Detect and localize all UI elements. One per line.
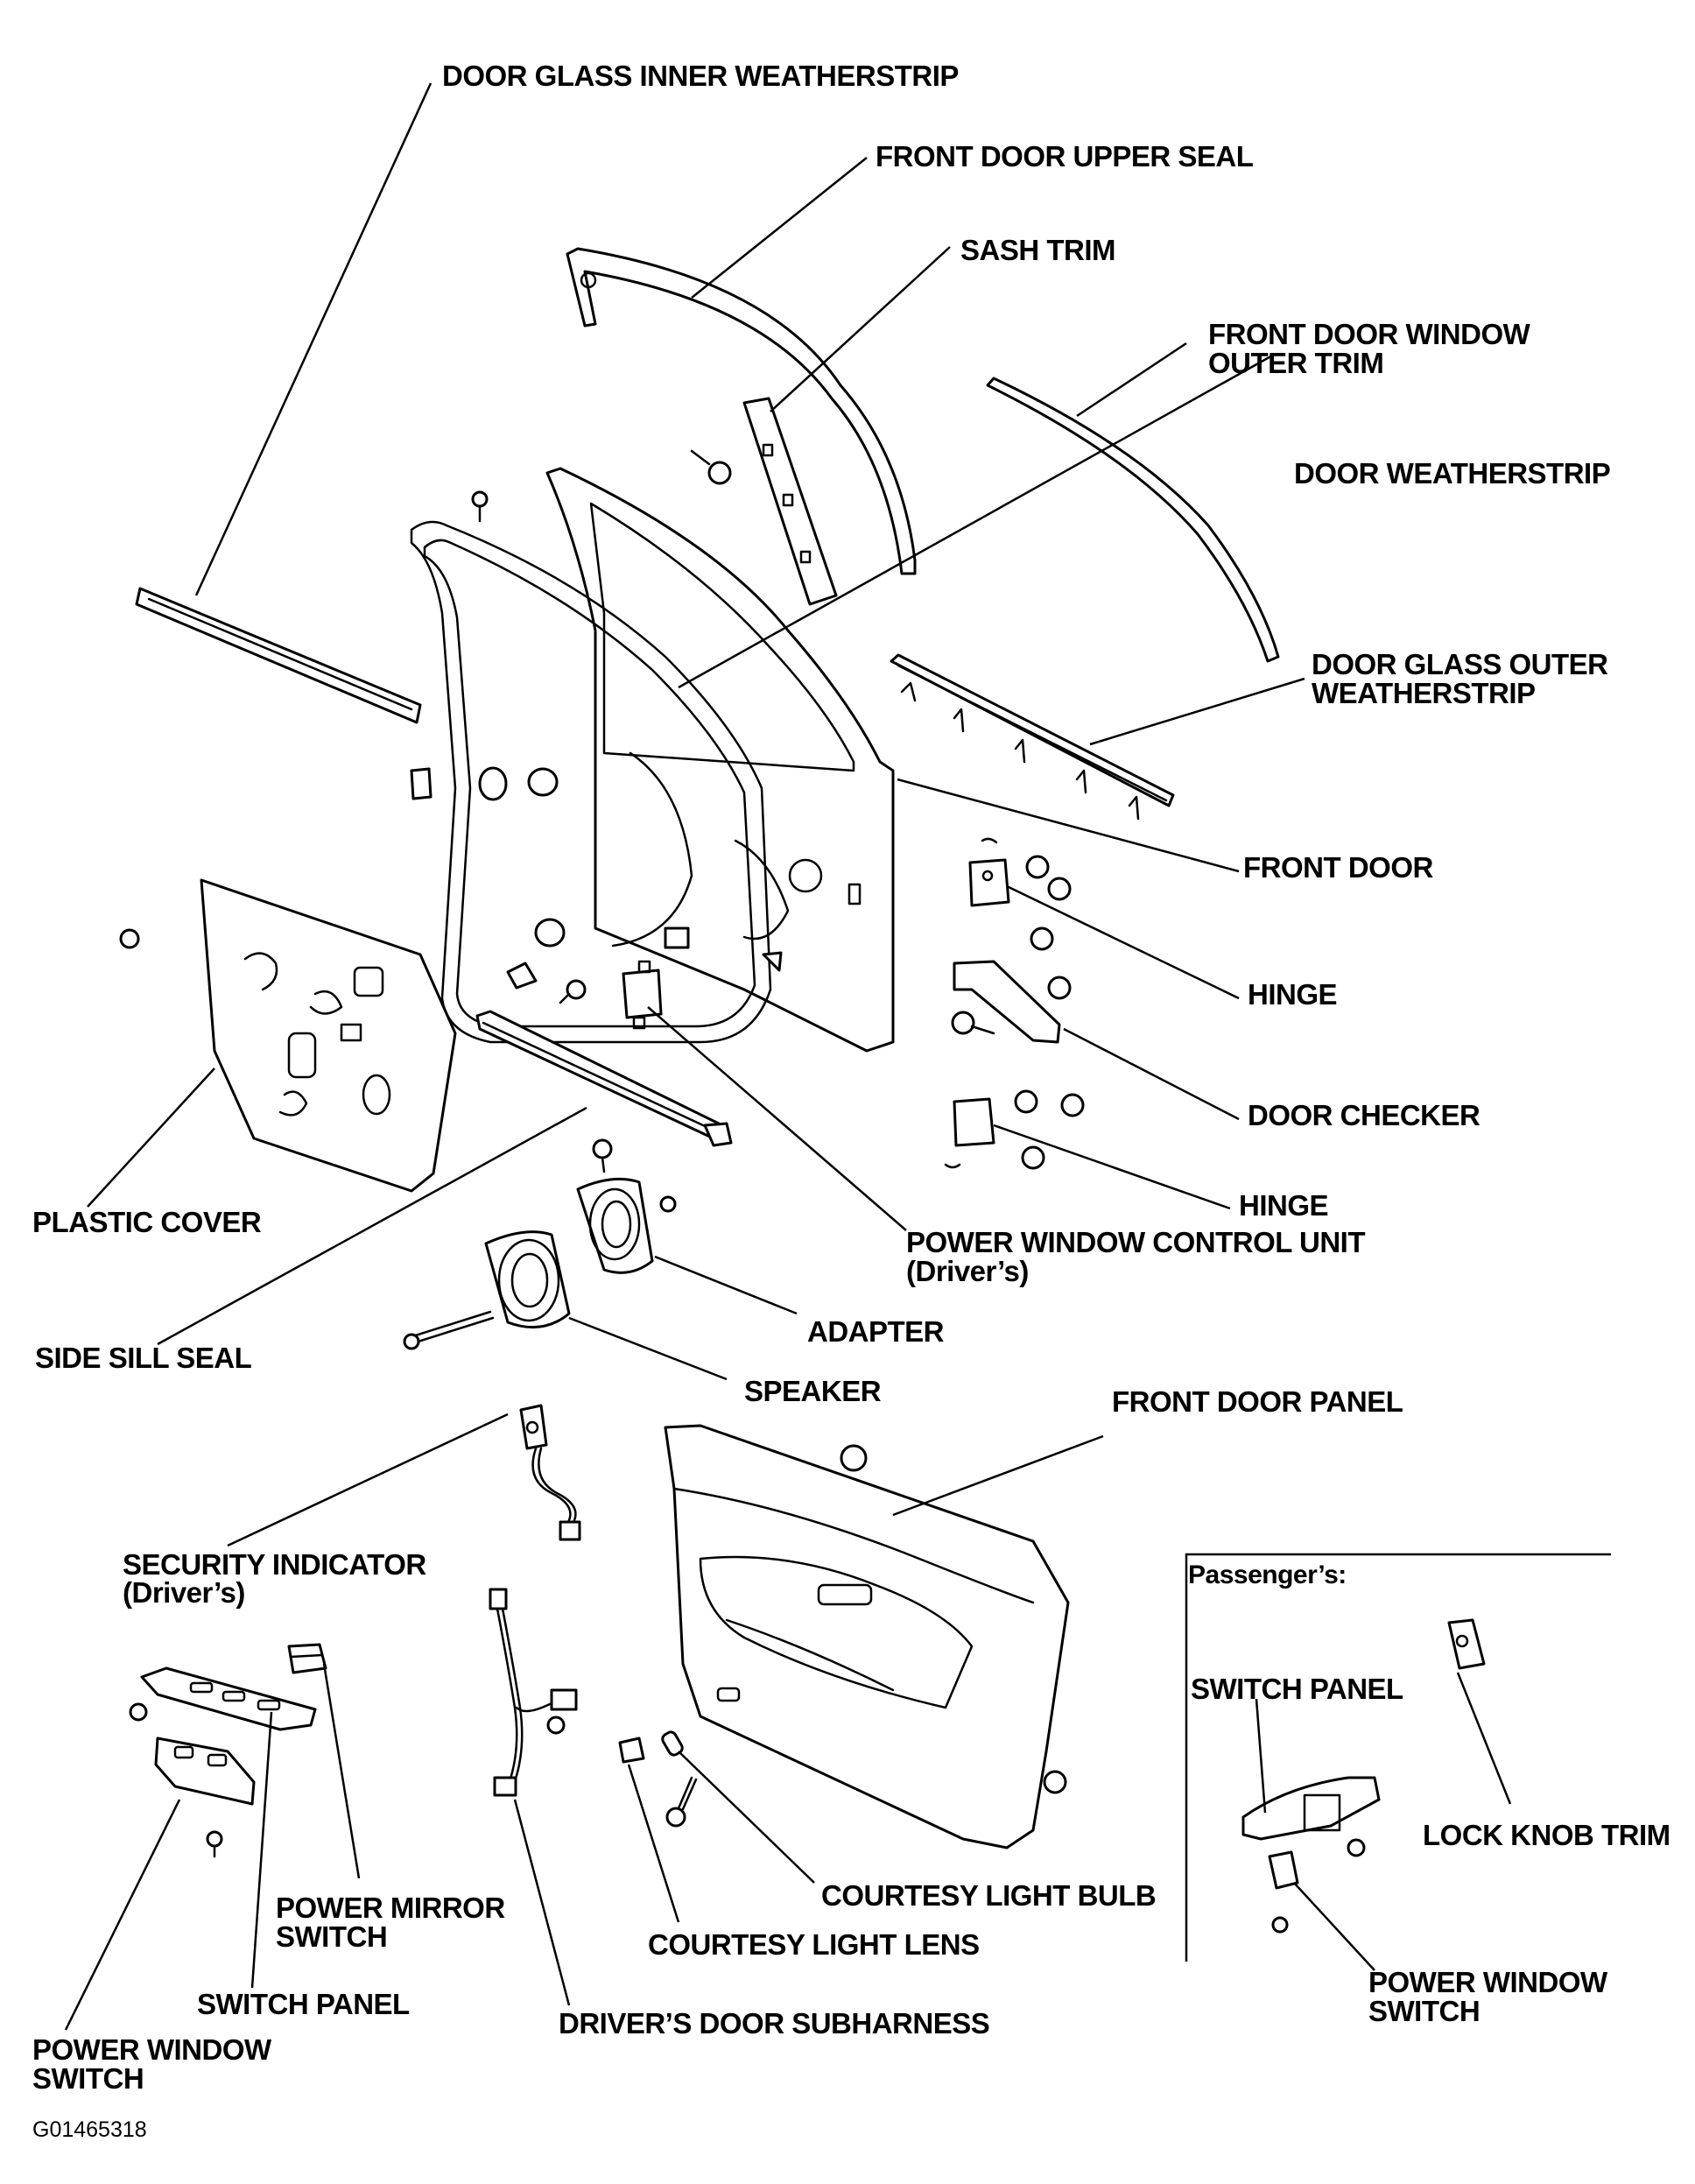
label-door-checker: DOOR CHECKER (1248, 1099, 1480, 1131)
label-door-glass-outer-weatherstrip-line2: WEATHERSTRIP (1312, 677, 1536, 709)
label-power-window-control-unit-line2: (Driver’s) (906, 1255, 1029, 1287)
lock-knob-trim-part (1447, 1618, 1486, 1670)
label-courtesy-light-bulb: COURTESY LIGHT BULB (821, 1879, 1156, 1912)
label-security-indicator-line1: SECURITY INDICATOR (123, 1548, 426, 1581)
plastic-cover-part (119, 878, 457, 1193)
passengers-inset-frame (1185, 1553, 1611, 1962)
label-switch-panel-driver: SWITCH PANEL (197, 1988, 410, 2020)
passenger-power-window-switch-part (1268, 1850, 1299, 1934)
speaker-part (403, 1230, 571, 1350)
label-sash-trim: SASH TRIM (960, 234, 1115, 266)
label-power-window-switch-passenger-line2: SWITCH (1368, 1995, 1480, 2027)
label-adapter: ADAPTER (807, 1315, 945, 1348)
label-hinge-lower: HINGE (1239, 1189, 1328, 1222)
label-speaker: SPEAKER (744, 1375, 882, 1407)
label-drivers-door-subharness: DRIVER’S DOOR SUBHARNESS (559, 2007, 989, 2040)
lower-hinge-part (944, 1089, 1085, 1170)
door-checker-part (951, 960, 1072, 1044)
driver-switch-panel-part (129, 1666, 317, 1731)
side-sill-seal-part (475, 1010, 733, 1173)
front-door-upper-seal-part (566, 247, 917, 575)
label-switch-panel-passenger: SWITCH PANEL (1191, 1673, 1403, 1705)
door-glass-outer-weatherstrip-part (890, 653, 1175, 821)
label-plastic-cover: PLASTIC COVER (32, 1206, 262, 1238)
label-power-mirror-switch-line1: POWER MIRROR (276, 1892, 505, 1924)
power-mirror-switch-part (287, 1643, 327, 1674)
door-clip-grommets (410, 490, 783, 1004)
label-front-door-upper-seal: FRONT DOOR UPPER SEAL (876, 140, 1254, 173)
label-power-window-switch-passenger-line1: POWER WINDOW (1368, 1966, 1608, 1998)
drivers-door-subharness-part (489, 1588, 578, 1797)
label-power-window-switch-driver-line1: POWER WINDOW (32, 2033, 272, 2066)
callout-labels: DOOR GLASS INNER WEATHERSTRIP FRONT DOOR… (32, 60, 1670, 2142)
door-glass-inner-weatherstrip-part (135, 587, 422, 724)
sash-trim-screw (690, 449, 732, 485)
label-security-indicator-line2: (Driver’s) (123, 1576, 245, 1609)
front-door-panel-part (664, 1424, 1070, 1849)
courtesy-light-parts (618, 1730, 698, 1828)
label-front-door-window-outer-trim-line2: OUTER TRIM (1208, 347, 1383, 379)
label-side-sill-seal: SIDE SILL SEAL (35, 1342, 252, 1374)
label-hinge-upper: HINGE (1248, 978, 1337, 1011)
adapter-part (576, 1177, 677, 1274)
label-power-window-control-unit-line1: POWER WINDOW CONTROL UNIT (906, 1226, 1365, 1258)
power-window-control-unit-part (622, 960, 663, 1030)
label-door-glass-outer-weatherstrip-line1: DOOR GLASS OUTER (1312, 648, 1608, 680)
driver-power-window-switch-part (154, 1737, 256, 1858)
label-front-door-window-outer-trim-line1: FRONT DOOR WINDOW (1208, 318, 1531, 350)
sash-trim-part (742, 397, 838, 606)
upper-hinge-part (968, 837, 1072, 951)
label-power-mirror-switch-line2: SWITCH (276, 1920, 387, 1953)
door-weatherstrip-part (410, 520, 772, 1044)
label-courtesy-light-lens: COURTESY LIGHT LENS (648, 1928, 980, 1961)
security-indicator-part (519, 1404, 581, 1541)
label-front-door: FRONT DOOR (1243, 851, 1433, 884)
label-passengers-header: Passenger’s: (1188, 1561, 1347, 1589)
passenger-switch-panel-part (1241, 1776, 1381, 1857)
leader-lines (64, 82, 1512, 2031)
label-door-weatherstrip: DOOR WEATHERSTRIP (1294, 457, 1610, 490)
label-lock-knob-trim: LOCK KNOB TRIM (1423, 1819, 1670, 1851)
label-door-glass-inner-weatherstrip: DOOR GLASS INNER WEATHERSTRIP (442, 60, 959, 92)
figure-id: G01465318 (32, 2117, 147, 2142)
label-front-door-panel: FRONT DOOR PANEL (1112, 1385, 1403, 1418)
front-door-window-outer-trim-part (986, 377, 1280, 663)
front-door-part (545, 467, 895, 1053)
label-power-window-switch-driver-line2: SWITCH (32, 2062, 144, 2095)
